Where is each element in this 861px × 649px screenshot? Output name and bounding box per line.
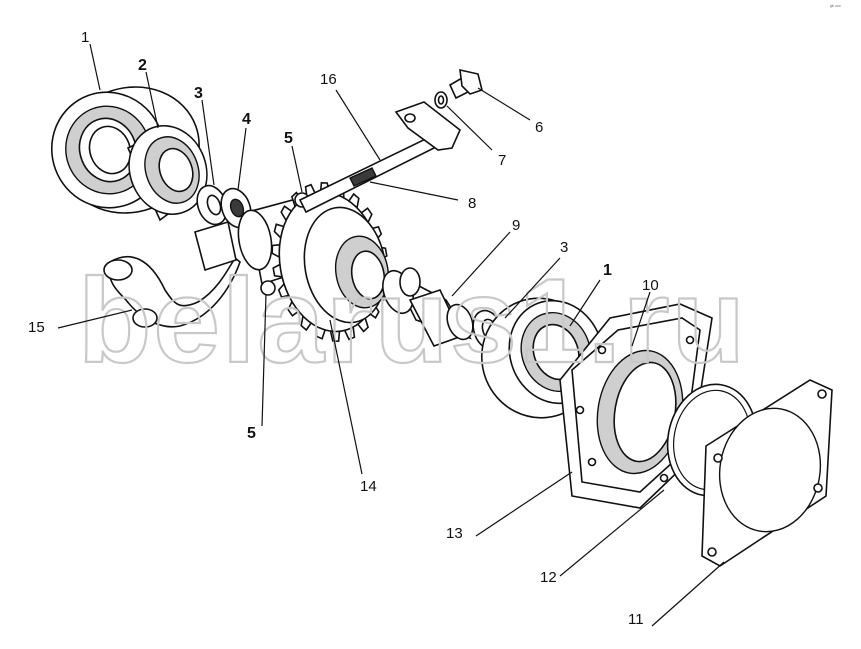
callout-labels: 1 2 3 4 5 16 6 7 8 9 3 1 10 15 5 14 13 1… [28,29,659,628]
lock-washer [434,91,448,109]
callout-4: 4 [242,111,251,128]
callout-7: 7 [498,152,506,169]
callout-5-lower: 5 [247,425,256,442]
shaft [382,267,474,347]
shift-fork [103,220,241,328]
watermark: belarus1.ru [78,254,747,388]
callout-3-right: 3 [560,239,568,256]
callout-1: 1 [81,29,89,46]
gear [237,181,390,343]
callout-14: 14 [360,478,377,495]
sleeve [126,124,208,222]
callout-6: 6 [535,119,543,136]
callout-1-right: 1 [603,262,612,279]
callout-13: 13 [446,525,463,542]
gasket [701,379,833,567]
callout-3: 3 [194,85,203,102]
retaining-washer [220,187,252,229]
callout-16: 16 [320,71,337,88]
callout-2: 2 [138,57,147,74]
callout-12: 12 [540,569,557,586]
callout-8: 8 [468,195,476,212]
callout-5: 5 [284,130,293,147]
leader-lines [57,43,725,627]
parts-group [50,68,833,567]
callout-15: 15 [28,319,45,336]
bolt [448,68,483,100]
callout-11: 11 [628,611,644,628]
corner-mark: ᵍᵇ ᵒᵒᵒ [830,4,841,10]
callout-9: 9 [512,217,520,234]
shift-rod [298,101,461,214]
detent-ball-lower [260,280,276,296]
callout-10: 10 [642,277,659,294]
